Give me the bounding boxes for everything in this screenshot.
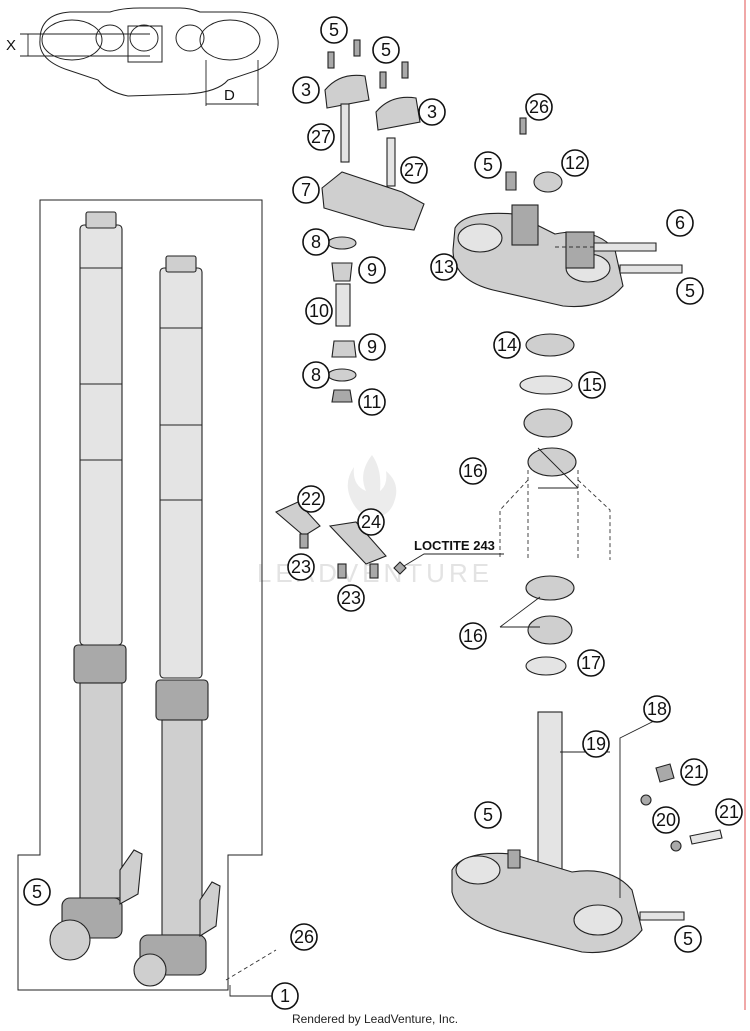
handlebar-clamp-parts — [321, 39, 425, 403]
callout-11: 11 — [358, 388, 386, 416]
callout-5: 5 — [474, 801, 502, 829]
svg-text:26: 26 — [294, 927, 314, 947]
svg-text:16: 16 — [463, 626, 483, 646]
svg-text:22: 22 — [301, 489, 321, 509]
footer-credit: Rendered by LeadVenture, Inc. — [291, 1012, 459, 1026]
callout-14: 14 — [493, 331, 521, 359]
callout-27: 27 — [400, 156, 428, 184]
callout-22: 22 — [297, 485, 325, 513]
leader-lines — [225, 447, 661, 997]
callout-18: 18 — [643, 695, 671, 723]
svg-text:9: 9 — [367, 260, 377, 280]
callout-7: 7 — [292, 176, 320, 204]
callout-8: 8 — [302, 228, 330, 256]
svg-text:13: 13 — [434, 257, 454, 277]
svg-text:5: 5 — [483, 155, 493, 175]
callout-19: 19 — [582, 730, 610, 758]
dimension-sketch: X D — [6, 7, 279, 106]
callout-9: 9 — [358, 333, 386, 361]
svg-text:20: 20 — [656, 810, 676, 830]
svg-text:5: 5 — [329, 20, 339, 40]
fork-leg-left — [49, 211, 143, 961]
svg-text:5: 5 — [32, 882, 42, 902]
fork-leg-right — [133, 255, 221, 987]
svg-text:16: 16 — [463, 461, 483, 481]
callout-21: 21 — [680, 758, 708, 786]
svg-text:26: 26 — [529, 97, 549, 117]
svg-text:14: 14 — [497, 335, 517, 355]
callout-27: 27 — [307, 123, 335, 151]
fork-assembly-frame — [17, 199, 263, 991]
svg-text:19: 19 — [586, 734, 606, 754]
callout-12: 12 — [561, 149, 589, 177]
callout-26: 26 — [525, 93, 553, 121]
dimension-d-label: D — [224, 87, 235, 104]
bearing-stack — [499, 333, 611, 676]
svg-text:6: 6 — [675, 213, 685, 233]
lower-triple-clamp — [451, 711, 723, 954]
svg-text:8: 8 — [311, 232, 321, 252]
svg-text:3: 3 — [301, 80, 311, 100]
svg-text:24: 24 — [361, 512, 381, 532]
upper-triple-clamp — [452, 117, 683, 308]
svg-text:15: 15 — [582, 375, 602, 395]
svg-text:23: 23 — [291, 557, 311, 577]
callout-5: 5 — [320, 16, 348, 44]
svg-text:18: 18 — [647, 699, 667, 719]
callout-16: 16 — [459, 457, 487, 485]
svg-text:9: 9 — [367, 337, 377, 357]
callout-6: 6 — [666, 209, 694, 237]
callout-20: 20 — [652, 806, 680, 834]
callout-5: 5 — [676, 277, 704, 305]
callout-5: 5 — [23, 878, 51, 906]
svg-text:27: 27 — [311, 127, 331, 147]
svg-text:5: 5 — [685, 281, 695, 301]
svg-text:5: 5 — [381, 40, 391, 60]
callout-9: 9 — [358, 256, 386, 284]
svg-text:12: 12 — [565, 153, 585, 173]
svg-text:1: 1 — [280, 986, 290, 1006]
callout-24: 24 — [357, 508, 385, 536]
callout-5: 5 — [674, 925, 702, 953]
callout-15: 15 — [578, 371, 606, 399]
callout-17: 17 — [577, 649, 605, 677]
svg-text:7: 7 — [301, 180, 311, 200]
svg-text:10: 10 — [309, 301, 329, 321]
callout-5: 5 — [372, 36, 400, 64]
callout-23: 23 — [287, 553, 315, 581]
svg-text:5: 5 — [683, 929, 693, 949]
callout-16: 16 — [459, 622, 487, 650]
callout-3: 3 — [418, 98, 446, 126]
callout-13: 13 — [430, 253, 458, 281]
callout-10: 10 — [305, 297, 333, 325]
svg-text:27: 27 — [404, 160, 424, 180]
callout-3: 3 — [292, 76, 320, 104]
brake-line-guides: LOCTITE 243 — [274, 501, 504, 579]
loctite-annotation: LOCTITE 243 — [414, 538, 495, 553]
dimension-x-label: X — [6, 37, 16, 54]
callout-26: 26 — [290, 923, 318, 951]
callout-21: 21 — [715, 798, 743, 826]
svg-text:5: 5 — [483, 805, 493, 825]
callout-23: 23 — [337, 584, 365, 612]
svg-text:21: 21 — [719, 802, 739, 822]
callout-1: 1 — [271, 982, 299, 1010]
svg-text:11: 11 — [363, 392, 382, 412]
svg-text:17: 17 — [581, 653, 601, 673]
svg-text:8: 8 — [311, 365, 321, 385]
callout-5: 5 — [474, 151, 502, 179]
svg-text:23: 23 — [341, 588, 361, 608]
svg-text:21: 21 — [684, 762, 704, 782]
callout-8: 8 — [302, 361, 330, 389]
svg-text:3: 3 — [427, 102, 437, 122]
